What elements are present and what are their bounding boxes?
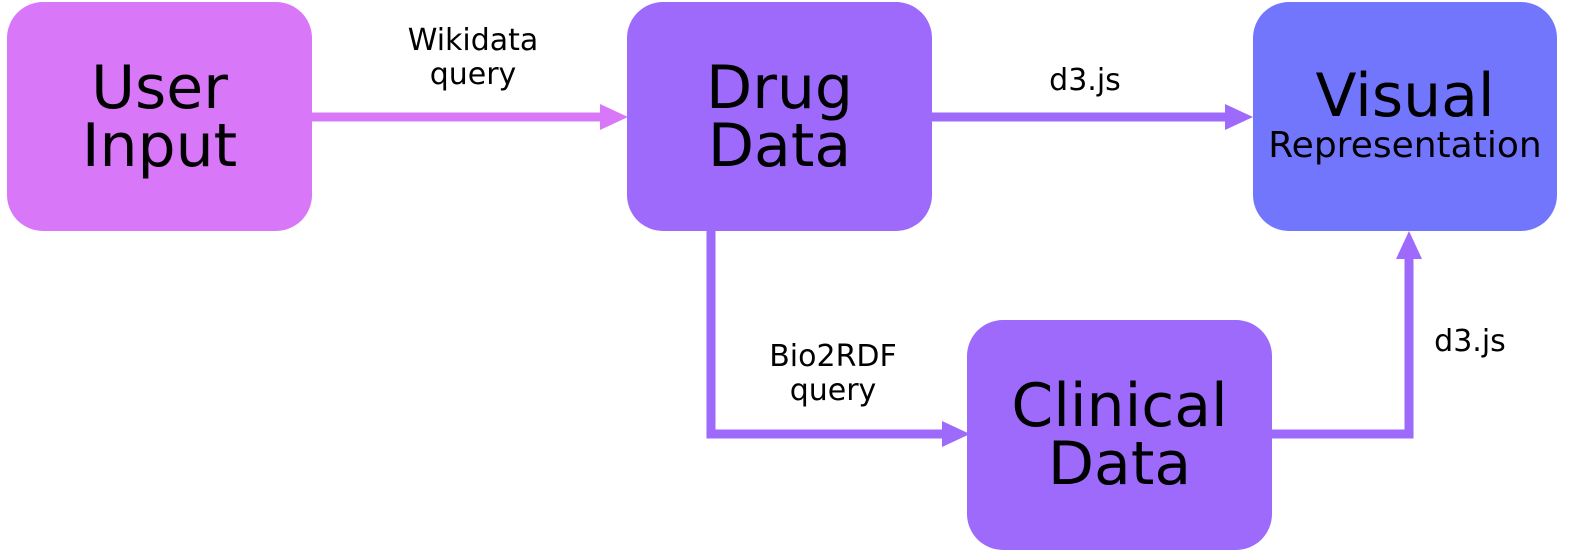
edge-label-d3js-top-line1: d3.js xyxy=(1049,63,1121,98)
node-drug-data: Drug Data xyxy=(627,2,932,231)
node-drug-data-line2: Data xyxy=(707,110,852,181)
edge-label-bio2rdf-line1: Bio2RDF xyxy=(769,339,897,374)
node-visual-line1: Visual xyxy=(1315,60,1495,131)
node-clinical-data-line2: Data xyxy=(1047,429,1192,499)
arrowhead-drug-to-visual xyxy=(1225,104,1253,130)
node-clinical-data-line1: Clinical xyxy=(1011,371,1228,441)
node-clinical-data: Clinical Data xyxy=(967,320,1272,550)
edge-label-d3js-right-line1: d3.js xyxy=(1434,324,1506,359)
node-user-input-line1: User xyxy=(91,52,228,123)
edge-label-bio2rdf-query: Bio2RDF query xyxy=(733,340,933,408)
node-visual-line2: Representation xyxy=(1268,124,1542,166)
node-drug-data-line1: Drug xyxy=(706,52,853,123)
arrowhead-user-to-drug xyxy=(600,104,628,130)
node-user-input-line2: Input xyxy=(81,110,238,181)
node-visual-representation: Visual Representation xyxy=(1253,2,1557,231)
arrowhead-drug-to-clinical xyxy=(942,421,970,447)
edge-label-wikidata-query: Wikidata query xyxy=(373,24,573,92)
edge-label-d3js-right: d3.js xyxy=(1410,325,1530,359)
edge-label-d3js-top: d3.js xyxy=(1025,64,1145,98)
edge-label-wikidata-line2: query xyxy=(429,57,517,92)
edge-label-bio2rdf-line2: query xyxy=(789,373,877,408)
arrow-clinical-to-visual xyxy=(1272,255,1414,439)
arrow-drug-to-clinical xyxy=(706,231,946,439)
node-user-input: User Input xyxy=(7,2,312,231)
edge-label-wikidata-line1: Wikidata xyxy=(407,23,539,58)
arrowhead-clinical-to-visual xyxy=(1396,231,1422,259)
